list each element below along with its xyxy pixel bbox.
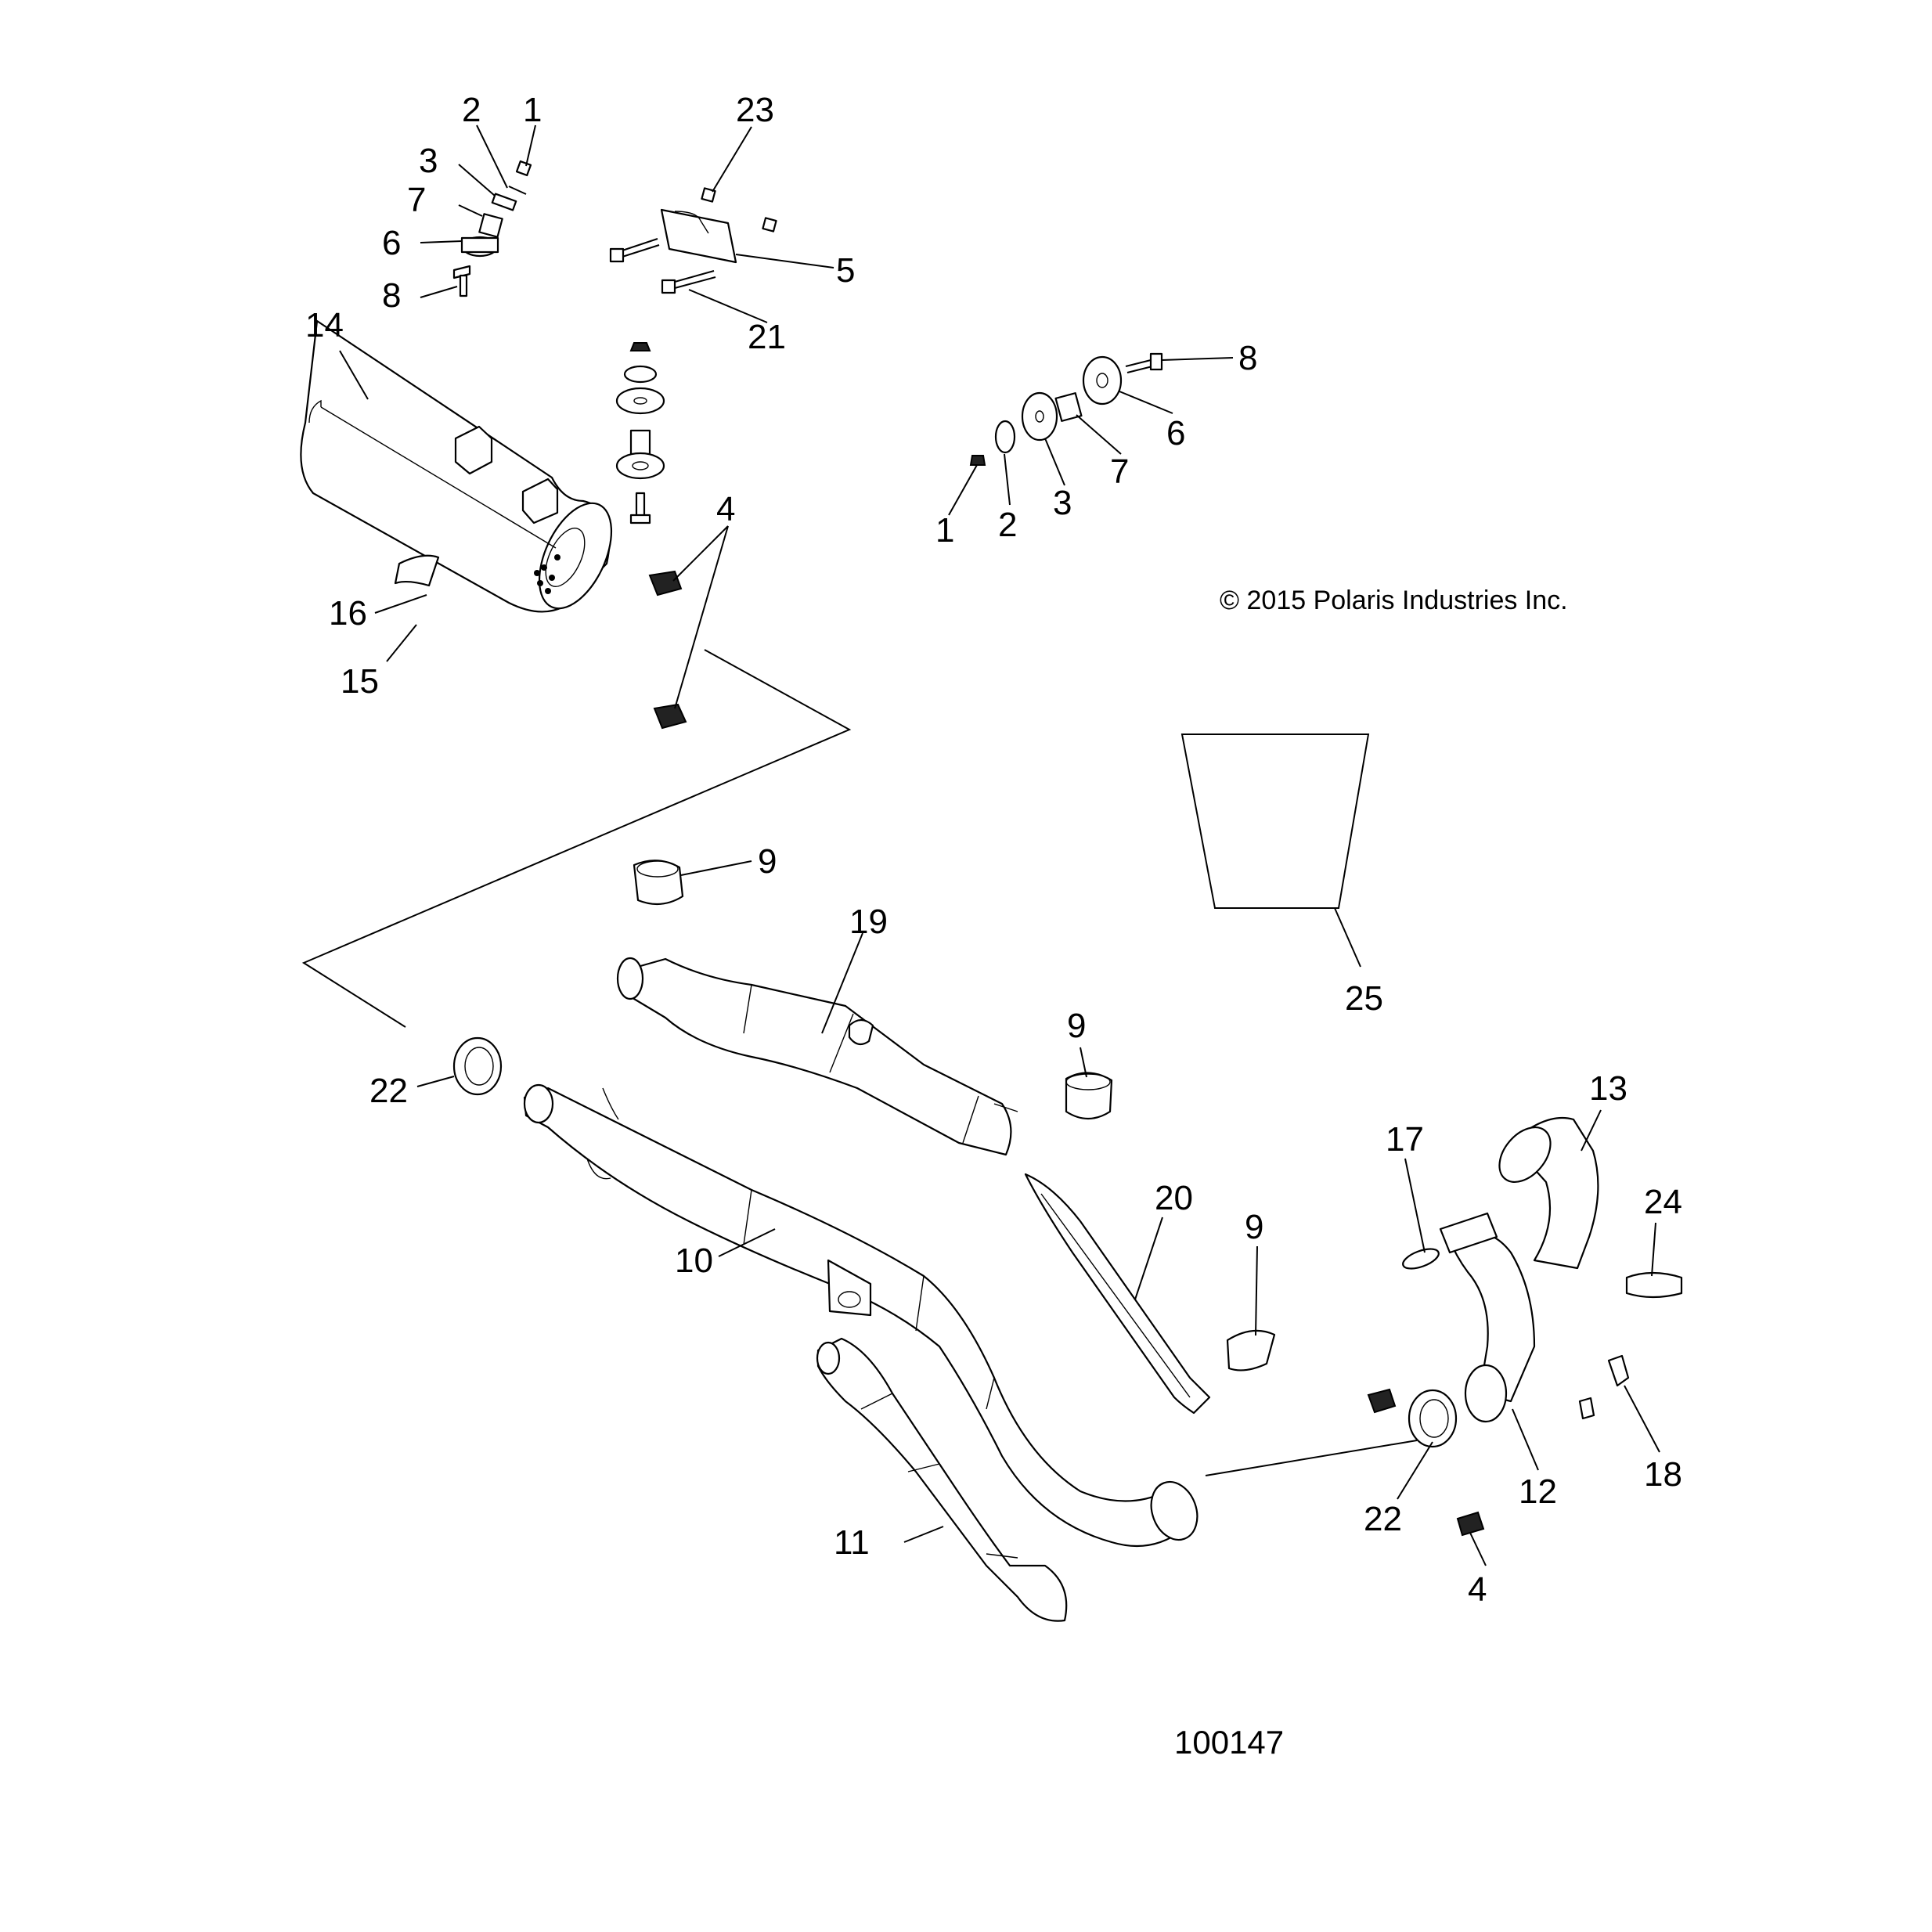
copyright-notice: © 2015 Polaris Industries Inc. <box>1220 586 1568 615</box>
assembly-leader-line <box>301 649 852 1028</box>
callout-14: 14 <box>305 306 344 344</box>
callout-8-right: 8 <box>1238 339 1257 377</box>
muffler-drawing <box>300 319 613 613</box>
callout-9-upper: 9 <box>758 842 777 881</box>
callout-12: 12 <box>1519 1472 1557 1511</box>
isolator-stack-left <box>452 160 532 297</box>
callout-15: 15 <box>341 662 379 701</box>
clamp-right-drawing <box>1226 1329 1276 1372</box>
callout-11: 11 <box>834 1523 870 1562</box>
callout-8-top-left: 8 <box>382 276 401 315</box>
callout-24: 24 <box>1644 1183 1682 1221</box>
springs-drawing <box>648 570 1485 1537</box>
callout-3-right: 3 <box>1053 484 1072 522</box>
callout-22-right: 22 <box>1364 1500 1402 1538</box>
mounting-bracket-drawing <box>609 187 777 294</box>
callout-9-middle: 9 <box>1067 1007 1086 1045</box>
callout-6-right: 6 <box>1166 414 1185 452</box>
callout-17: 17 <box>1386 1120 1424 1159</box>
pipe-11-drawing <box>816 1337 1068 1622</box>
isolator-stack-right <box>969 352 1163 466</box>
callout-2-top-left: 2 <box>462 91 481 129</box>
callout-1-right: 1 <box>935 511 954 550</box>
callout-16: 16 <box>329 594 367 633</box>
elbow-pipe-12-drawing <box>1439 1212 1536 1423</box>
gasket-17-drawing <box>1402 1248 1440 1270</box>
drawing-number: 100147 <box>1174 1724 1284 1761</box>
heat-shield-20-drawing <box>1024 1173 1211 1415</box>
callout-25: 25 <box>1345 979 1383 1018</box>
callout-10: 10 <box>675 1242 713 1280</box>
callout-2-right: 2 <box>998 506 1017 544</box>
fittings-18-drawing <box>1578 1354 1630 1420</box>
pipe-19-drawing <box>616 957 1018 1156</box>
flange-pipe-13-drawing <box>1498 1116 1599 1270</box>
gasket-left-drawing <box>452 1036 503 1096</box>
callout-3-top-left: 3 <box>419 142 438 180</box>
callout-4-lower: 4 <box>1468 1570 1487 1609</box>
isolator-stack-center <box>615 342 665 524</box>
callout-1-top-left: 1 <box>523 91 542 129</box>
callout-18: 18 <box>1644 1455 1682 1494</box>
callout-19: 19 <box>849 903 888 941</box>
callout-5: 5 <box>836 251 855 290</box>
label-panel-drawing <box>1180 734 1370 909</box>
callout-21: 21 <box>748 318 786 356</box>
callout-9-right: 9 <box>1245 1208 1263 1246</box>
callout-7-top-left: 7 <box>407 181 426 219</box>
gasket-right-drawing <box>1408 1389 1458 1448</box>
callout-20: 20 <box>1155 1179 1193 1217</box>
callout-labels: 1 2 3 7 6 8 23 5 21 14 16 15 4 8 6 7 3 2… <box>305 91 1682 1609</box>
clamp-upper-drawing <box>633 860 684 906</box>
callout-4-upper: 4 <box>716 490 735 528</box>
callout-13: 13 <box>1589 1069 1627 1108</box>
callout-7-right: 7 <box>1110 452 1129 491</box>
clamp-24-drawing <box>1625 1271 1683 1299</box>
head-pipe-10-drawing <box>523 1083 1198 1548</box>
callout-22-left: 22 <box>369 1072 408 1110</box>
leader-lines <box>339 124 1660 1566</box>
callout-6-top-left: 6 <box>382 224 401 262</box>
callout-23: 23 <box>736 91 774 129</box>
clamp-middle-drawing <box>1065 1072 1113 1120</box>
